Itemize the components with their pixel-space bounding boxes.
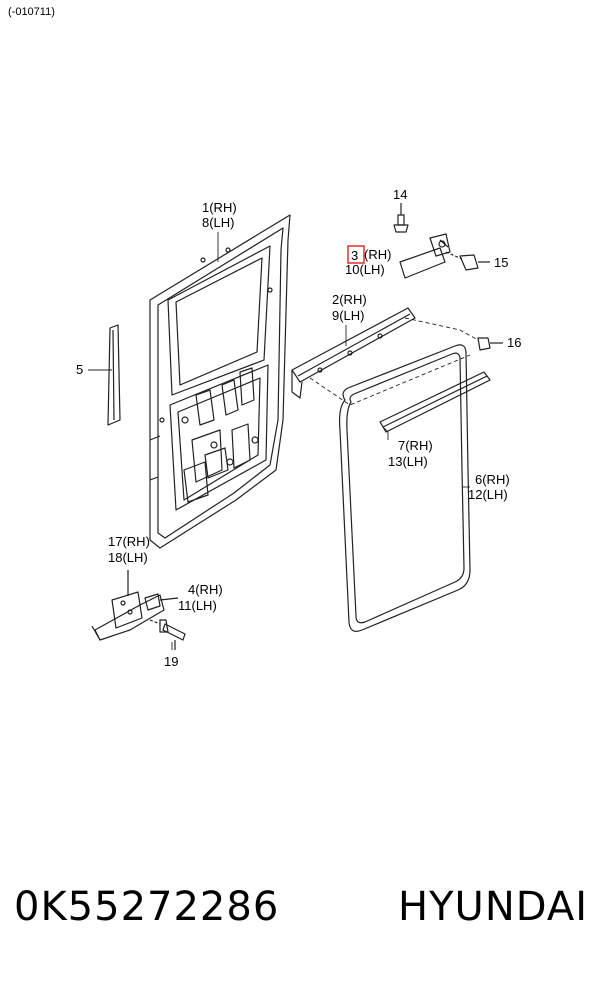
leader-dashes <box>309 317 479 406</box>
callout-15: 15 <box>494 255 508 270</box>
callout-12: 12(LH) <box>468 487 508 502</box>
callout-3-highlight <box>347 245 365 264</box>
callout-3-rh: (RH) <box>364 247 391 262</box>
callout-7: 7(RH) <box>398 438 433 453</box>
callout-9: 9(LH) <box>332 308 365 323</box>
part-2-rail-drawing <box>291 307 416 399</box>
callout-10: 10(LH) <box>345 262 385 277</box>
callout-6: 6(RH) <box>475 472 510 487</box>
revision-note: (-010711) <box>8 6 55 18</box>
part-number: 0K55272286 <box>14 884 280 930</box>
callout-13: 13(LH) <box>388 454 428 469</box>
callout-18: 18(LH) <box>108 550 148 565</box>
callout-11: 11(LH) <box>178 598 217 613</box>
leader-lines <box>88 232 470 650</box>
callout-1: 1(RH) <box>202 200 237 215</box>
part-3-bracket-drawing <box>399 233 451 279</box>
hinge-drawing <box>91 570 179 641</box>
part-5-strip-drawing <box>107 324 121 426</box>
callout-4: 4(RH) <box>188 582 223 597</box>
callout-2: 2(RH) <box>332 292 367 307</box>
footer-caption: 0K55272286 HYUNDAI <box>14 884 594 948</box>
door-shell-drawing <box>149 214 291 549</box>
callout-16: 16 <box>507 335 521 350</box>
callout-8: 8(LH) <box>202 215 235 230</box>
exploded-parts-diagram: 1(RH) 8(LH) 14 3 (RH) 10(LH) 15 2(RH) 9(… <box>76 187 521 669</box>
part-16-nut-drawing <box>477 337 503 351</box>
callout-17: 17(RH) <box>108 534 150 549</box>
callout-19: 19 <box>164 654 178 669</box>
part-7-strip-drawing <box>379 371 491 433</box>
part-15-clip-drawing <box>445 251 490 271</box>
part-14-bolt-drawing <box>393 203 409 233</box>
brand-name: HYUNDAI <box>398 884 588 930</box>
callout-3: 3 <box>351 248 358 263</box>
part-19-bolt-drawing <box>149 619 186 650</box>
part-6-seal-drawing <box>338 344 471 632</box>
callout-14: 14 <box>393 187 407 202</box>
callout-5: 5 <box>76 362 83 377</box>
